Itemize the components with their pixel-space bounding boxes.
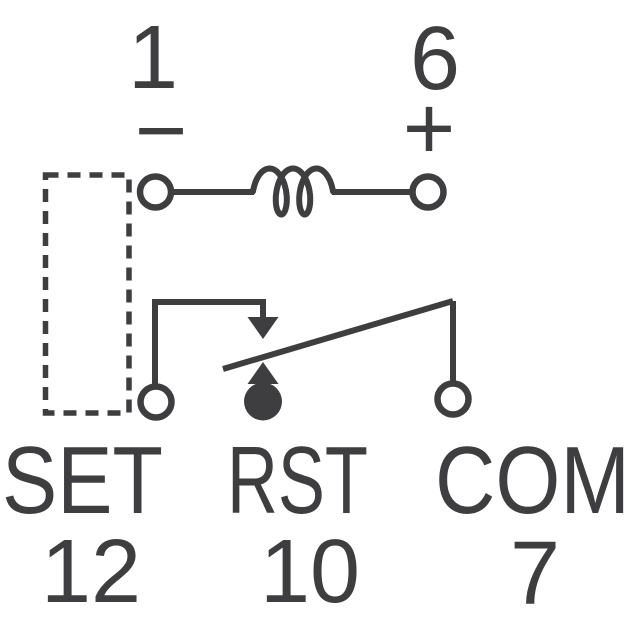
rst-pin-number: 10 <box>260 522 360 622</box>
com-terminal <box>434 380 472 418</box>
rst-label: RST <box>227 427 368 534</box>
coil-plus-polarity: + <box>403 79 456 179</box>
coil-winding <box>250 165 336 218</box>
rst-up-arrow-icon <box>247 362 279 384</box>
coil-pin1-number: 1 <box>128 8 178 108</box>
coil-terminal-1 <box>136 173 175 211</box>
rst-contact-dot <box>244 382 282 421</box>
coil-terminal-6 <box>409 173 447 211</box>
switch-blade <box>222 298 454 372</box>
set-label: SET <box>2 427 163 534</box>
com-pin-number: 7 <box>510 524 560 624</box>
coil-pin6-number: 6 <box>410 9 460 109</box>
set-pin-number: 12 <box>41 522 141 622</box>
linkage-dashed-outline <box>42 172 132 416</box>
coil-minus-polarity: − <box>135 81 188 181</box>
com-label: COM <box>435 427 630 534</box>
set-terminal <box>137 383 175 421</box>
set-down-arrow-icon <box>247 317 279 339</box>
set-linkage-wire <box>152 299 266 385</box>
